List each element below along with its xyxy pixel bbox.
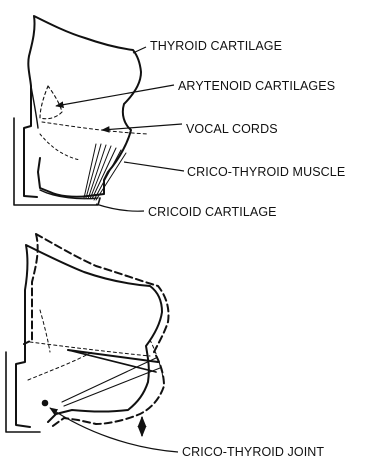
label-arytenoid-cartilages: ARYTENOID CARTILAGES xyxy=(178,79,335,93)
label-thyroid-cartilage: THYROID CARTILAGE xyxy=(150,39,282,53)
leader-crico-thyroid-muscle xyxy=(124,162,184,171)
vocal-cord-line-2 xyxy=(68,350,156,372)
label-vocal-cords: VOCAL CORDS xyxy=(186,122,278,136)
vocal-cord-dashed-lower xyxy=(40,134,80,160)
thyroid-outline-solid xyxy=(16,245,162,427)
leader-arytenoid xyxy=(56,85,174,106)
thyroid-inner-line xyxy=(31,86,38,128)
cricoid-outline-bottom xyxy=(6,352,40,432)
leader-vocal-cords xyxy=(102,124,182,130)
arytenoid-dashed-bottom xyxy=(40,310,50,352)
leader-cricoid xyxy=(96,204,144,211)
label-crico-thyroid-muscle: CRICO-THYROID MUSCLE xyxy=(187,165,345,179)
thyroid-outline-dashed xyxy=(24,234,169,428)
label-crico-thyroid-joint: CRICO-THYROID JOINT xyxy=(182,445,324,459)
top-leaders xyxy=(56,47,184,211)
crico-thyroid-joint-dot xyxy=(42,400,48,406)
leader-thyroid xyxy=(133,47,146,53)
lower-dashed-bottom xyxy=(28,352,92,380)
leader-crico-thyroid-joint xyxy=(50,408,178,452)
bottom-figure xyxy=(6,234,169,432)
arytenoid-cartilage xyxy=(40,86,62,119)
cricoid-cartilage-outline xyxy=(14,118,100,205)
top-figure xyxy=(14,16,148,205)
label-cricoid-cartilage: CRICOID CARTILAGE xyxy=(148,205,277,219)
